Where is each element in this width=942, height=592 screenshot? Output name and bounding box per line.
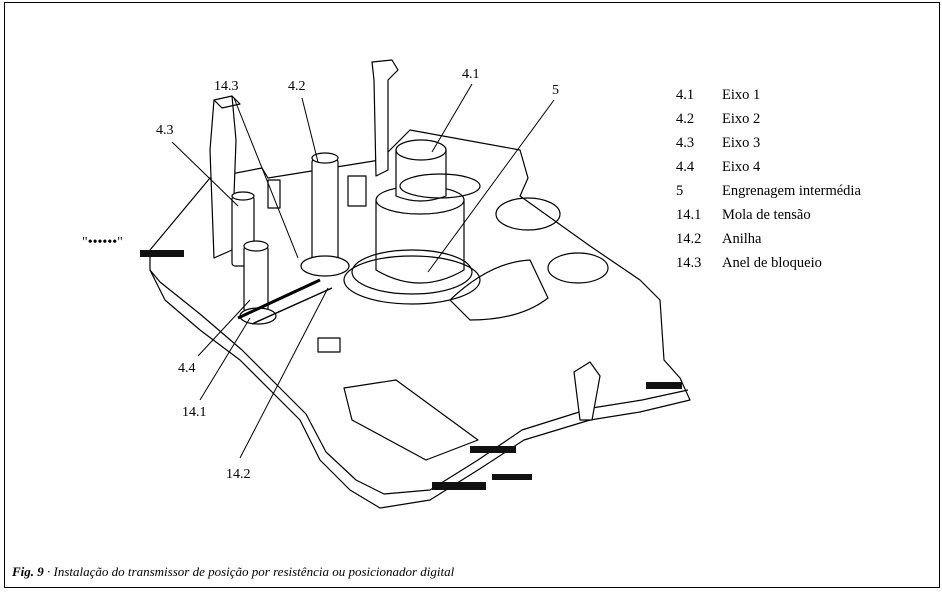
- disc-upper: [495, 197, 561, 231]
- callout-4-2: 4.2: [288, 79, 306, 94]
- callout-4-3: 4.3: [156, 123, 174, 138]
- shaft-4-2: [311, 157, 339, 267]
- callout-4-1: 4.1: [462, 67, 480, 82]
- disc-lower: [547, 252, 609, 284]
- connector-label: "••••••": [82, 235, 123, 250]
- connector-bar: [140, 250, 184, 257]
- tension-spring: [237, 278, 321, 320]
- callout-5: 5: [552, 83, 559, 98]
- callout-14-3: 14.3: [214, 79, 239, 94]
- gear-sector: [449, 259, 549, 321]
- figure-caption: Fig. 9 · Instalação do transmissor de po…: [12, 564, 454, 580]
- callout-4-4: 4.4: [178, 361, 196, 376]
- right-post: [371, 59, 399, 177]
- figure-frame: [4, 2, 940, 588]
- caption-text: · Instalação do transmissor de posição p…: [43, 564, 455, 579]
- callout-14-2: 14.2: [226, 467, 251, 482]
- intermediate-gear: [375, 199, 465, 284]
- gearbox-drawing: 4.1 4.2 4.3 4.4 5 14.1 14.2 14.3 "••••••…: [82, 59, 691, 509]
- caption-prefix: Fig. 9: [12, 564, 44, 579]
- callout-14-1: 14.1: [182, 405, 207, 420]
